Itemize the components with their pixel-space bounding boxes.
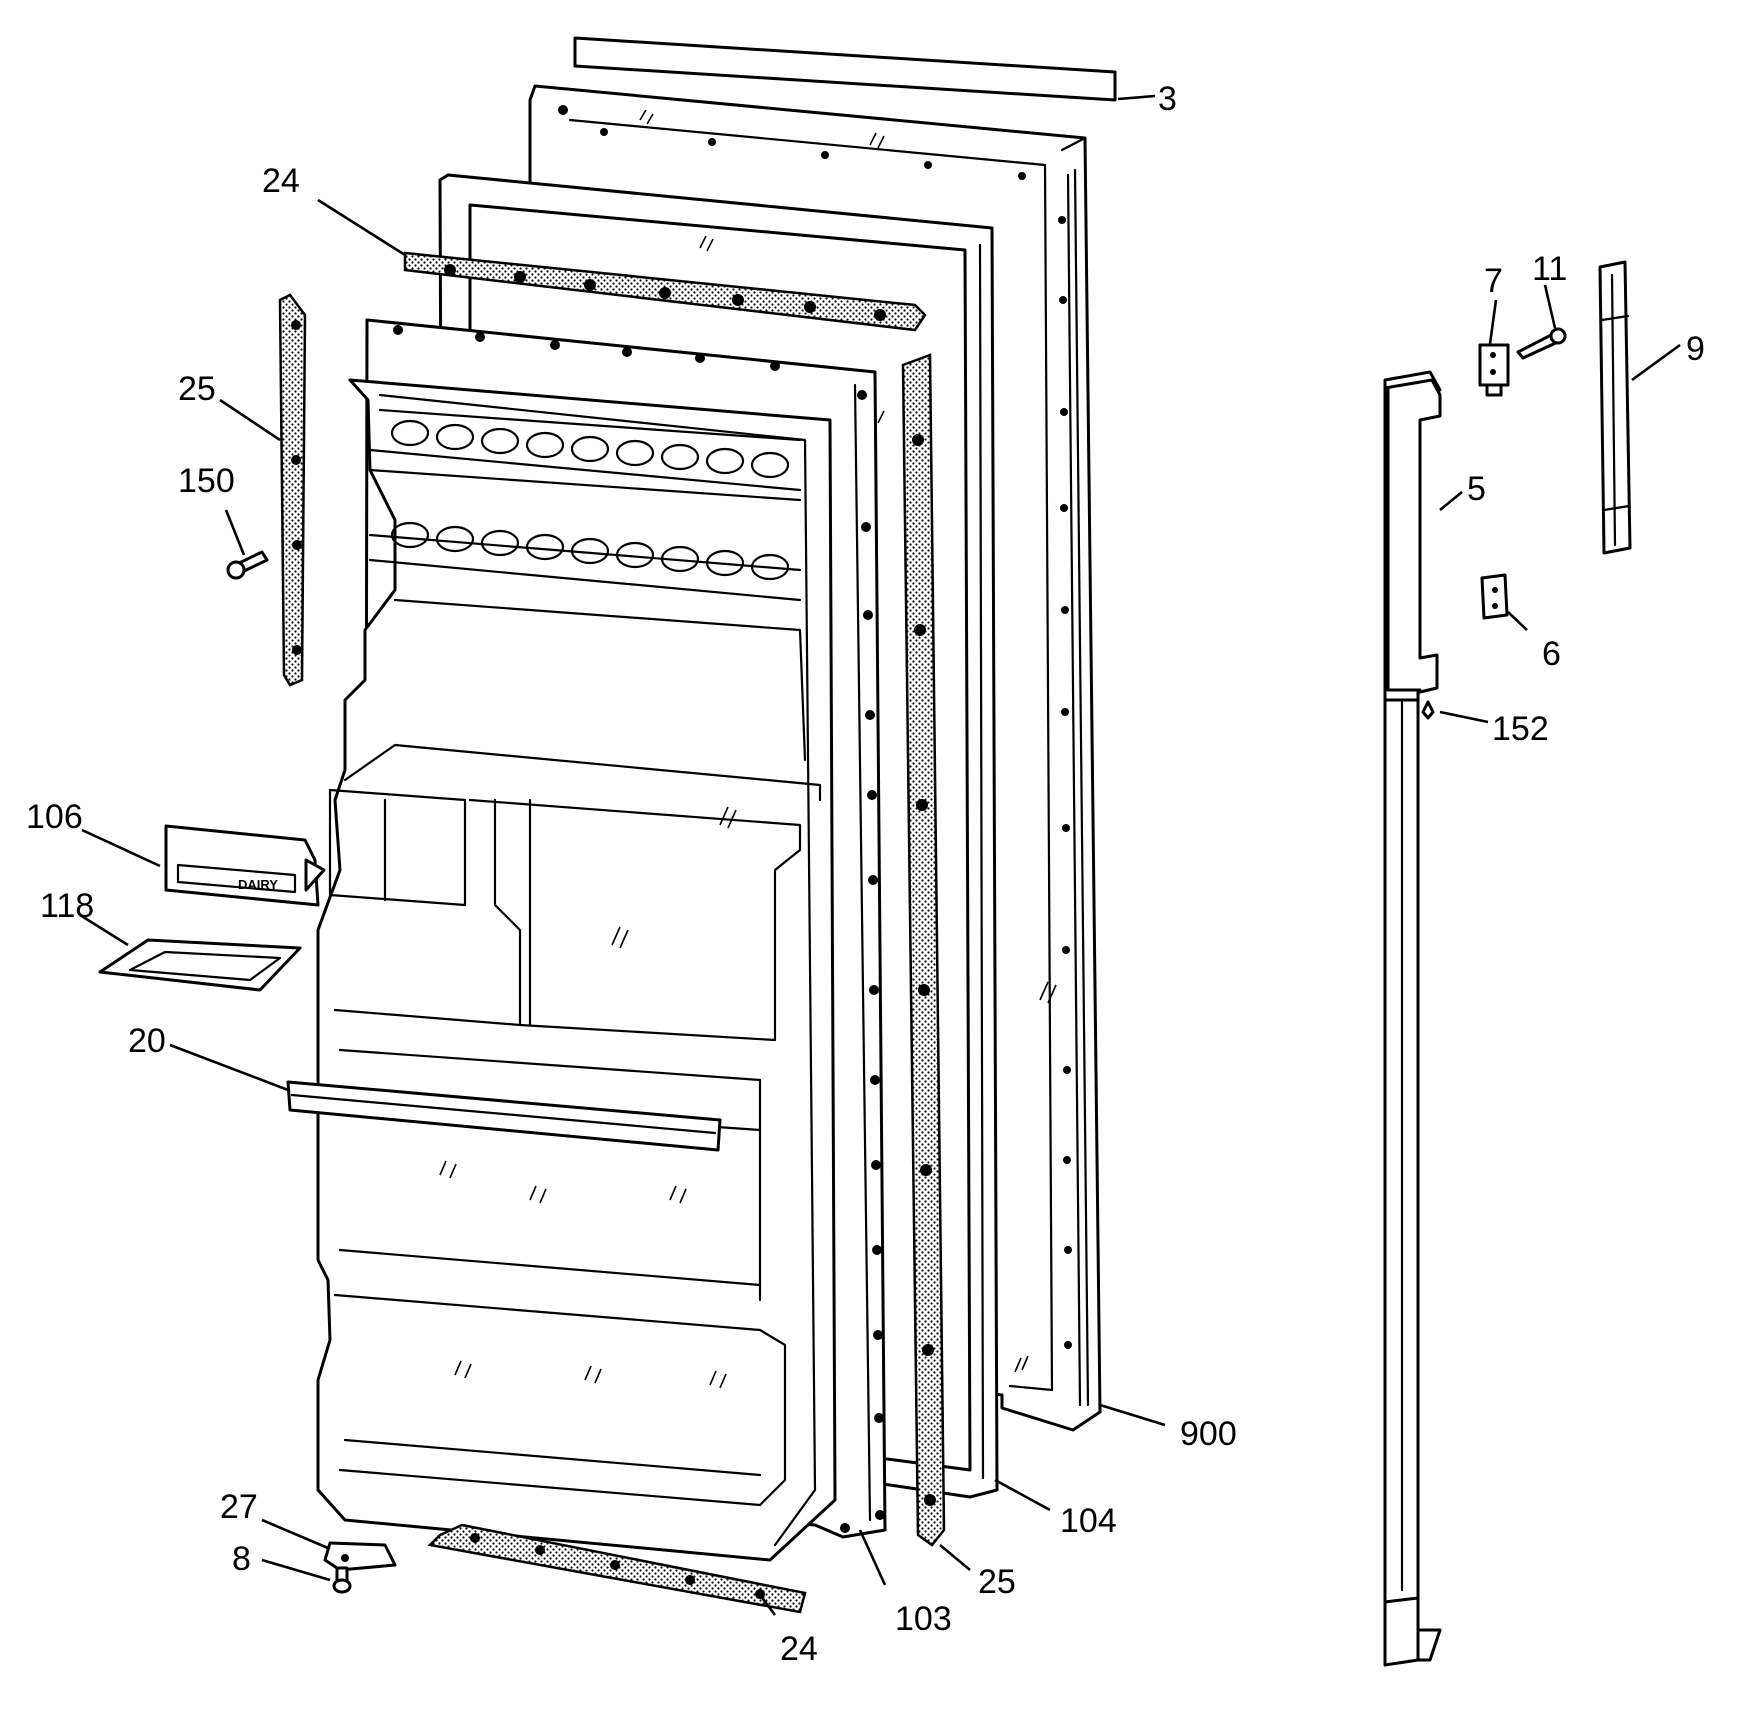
callout-104: 104 bbox=[1060, 1502, 1117, 1540]
callout-11: 11 bbox=[1532, 250, 1567, 288]
screw-152 bbox=[1421, 700, 1435, 720]
callout-25-left: 25 bbox=[178, 370, 216, 408]
bracket-6 bbox=[1480, 573, 1509, 620]
callout-7: 7 bbox=[1484, 262, 1503, 300]
screw-11 bbox=[1516, 327, 1567, 360]
callout-106: 106 bbox=[26, 798, 83, 836]
gasket-right-dots bbox=[912, 434, 936, 1506]
gasket-strip-left bbox=[278, 293, 307, 687]
gasket-strip-top bbox=[403, 251, 927, 332]
callout-8: 8 bbox=[232, 1540, 251, 1578]
trim-piece-9 bbox=[1598, 260, 1632, 555]
callout-27: 27 bbox=[220, 1488, 258, 1526]
callout-20: 20 bbox=[128, 1022, 166, 1060]
callout-103: 103 bbox=[895, 1600, 952, 1638]
egg-row-2 bbox=[390, 521, 790, 581]
gasket-strip-right bbox=[901, 353, 946, 1547]
dairy-label: DAIRY bbox=[238, 877, 278, 892]
callout-labels: 3 24 25 150 106 118 20 27 8 24 103 25 10… bbox=[26, 80, 1705, 1668]
bolt-8 bbox=[332, 1566, 352, 1594]
liner-flange-holes bbox=[393, 325, 885, 1533]
gasket-left-dots bbox=[291, 320, 302, 655]
top-trim-strip bbox=[573, 36, 1117, 102]
callout-5: 5 bbox=[1467, 470, 1486, 508]
callout-25-right: 25 bbox=[978, 1563, 1016, 1601]
hinge-bracket-27 bbox=[323, 1541, 397, 1572]
callout-118: 118 bbox=[40, 887, 94, 925]
gasket-strip-bottom bbox=[427, 1523, 807, 1614]
leader-lines bbox=[79, 94, 1681, 1616]
gasket-top-dots bbox=[444, 264, 886, 321]
callout-152: 152 bbox=[1492, 710, 1549, 748]
dairy-bin-door: DAIRY bbox=[164, 824, 326, 907]
callout-24-top: 24 bbox=[262, 162, 300, 200]
bracket-7 bbox=[1478, 343, 1510, 397]
callout-3: 3 bbox=[1158, 80, 1177, 118]
screw-150 bbox=[226, 550, 269, 580]
egg-row-1 bbox=[390, 419, 790, 479]
tray bbox=[98, 938, 302, 992]
outer-panel-glare bbox=[639, 109, 1057, 1373]
callout-6: 6 bbox=[1542, 635, 1561, 673]
outer-panel-holes bbox=[558, 105, 1072, 1349]
door-liner bbox=[316, 318, 887, 1562]
callout-9: 9 bbox=[1686, 330, 1705, 368]
handle-5-main bbox=[1383, 378, 1442, 694]
door-shelf-bar bbox=[286, 1080, 722, 1152]
callout-900: 900 bbox=[1180, 1415, 1237, 1453]
callout-150: 150 bbox=[178, 462, 235, 500]
callout-24-bottom: 24 bbox=[780, 1630, 818, 1668]
liner-glare bbox=[439, 806, 737, 1389]
